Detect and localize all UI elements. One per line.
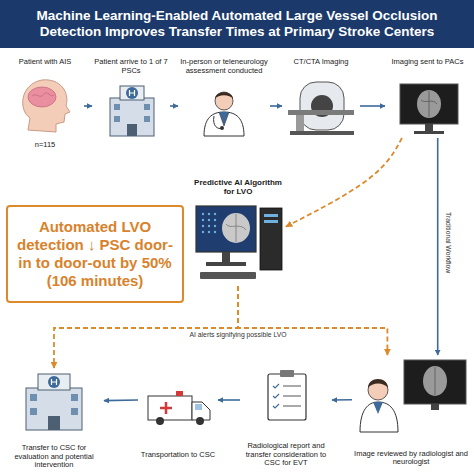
node-text: In-person or teleneurology assessment co… [178, 58, 270, 75]
hospital-step: Patient arrive to 1 of 7 PSCs [92, 58, 170, 138]
diagram-title: Machine Learning-Enabled Automated Large… [10, 8, 464, 40]
workflow-arrow [332, 399, 352, 401]
node-text: Patient with AIS [19, 58, 72, 67]
edge-label: Traditional Workflow [445, 210, 452, 275]
pacs-step: Imaging sent to PACs [385, 58, 470, 138]
node-text: Imaging sent to PACs [392, 58, 464, 67]
ai-alert-connector [238, 286, 387, 355]
node-text: Image reviewed by radiologist and neurol… [352, 450, 470, 467]
workflow-arrow [218, 399, 240, 401]
patient-step: Patient with AIS [6, 58, 84, 138]
workflow-arrow [170, 105, 178, 107]
radiologist-icon [360, 360, 466, 432]
report-step: Radiological report and transfer conside… [240, 368, 332, 468]
ai-computer-icon [196, 206, 282, 279]
doctor-icon [204, 92, 244, 136]
transfer-step: Transfer to CSC for evaluation and poten… [4, 368, 104, 470]
assessment-step: In-person or teleneurology assessment co… [178, 58, 270, 138]
clipboard-icon [268, 370, 306, 420]
workflow-arrow [360, 105, 385, 107]
patient-head-icon [23, 80, 70, 132]
node-text: Transfer to CSC for evaluation and poten… [4, 444, 104, 470]
node-text: Predictive AI Algorithm for LVO [190, 178, 286, 196]
hospital-icon [110, 86, 154, 136]
ai-alert-connector [286, 138, 402, 227]
workflow-arrow [84, 105, 92, 107]
transport-step: Transportation to CSC [138, 385, 218, 460]
workflow-arrow [270, 105, 282, 107]
node-text: Transportation to CSC [141, 451, 215, 460]
node-text: Automated LVO detection ↓ PSC door-in to… [14, 218, 176, 290]
ct-scanner-icon [288, 82, 354, 135]
pacs-monitor-icon [400, 84, 458, 134]
node-text: Radiological report and transfer conside… [240, 442, 332, 468]
ai-algorithm: Predictive AI Algorithm for LVO [190, 178, 286, 286]
workflow-arrow [104, 399, 138, 401]
result-callout: Automated LVO detection ↓ PSC door-in to… [6, 205, 184, 303]
edge-label: AI alerts signifying possible LVO [188, 331, 289, 338]
review-step: Image reviewed by radiologist and neurol… [352, 355, 470, 467]
header-band: Machine Learning-Enabled Automated Large… [0, 0, 474, 48]
node-text: CT/CTA Imaging [294, 58, 349, 67]
imaging-step: CT/CTA Imaging [282, 58, 360, 138]
ambulance-icon [148, 391, 210, 425]
workflow-arrow [437, 138, 439, 355]
node-text: Patient arrive to 1 of 7 PSCs [92, 58, 170, 75]
hospital-icon [26, 374, 82, 430]
sample-size-label: n=115 [6, 140, 84, 149]
